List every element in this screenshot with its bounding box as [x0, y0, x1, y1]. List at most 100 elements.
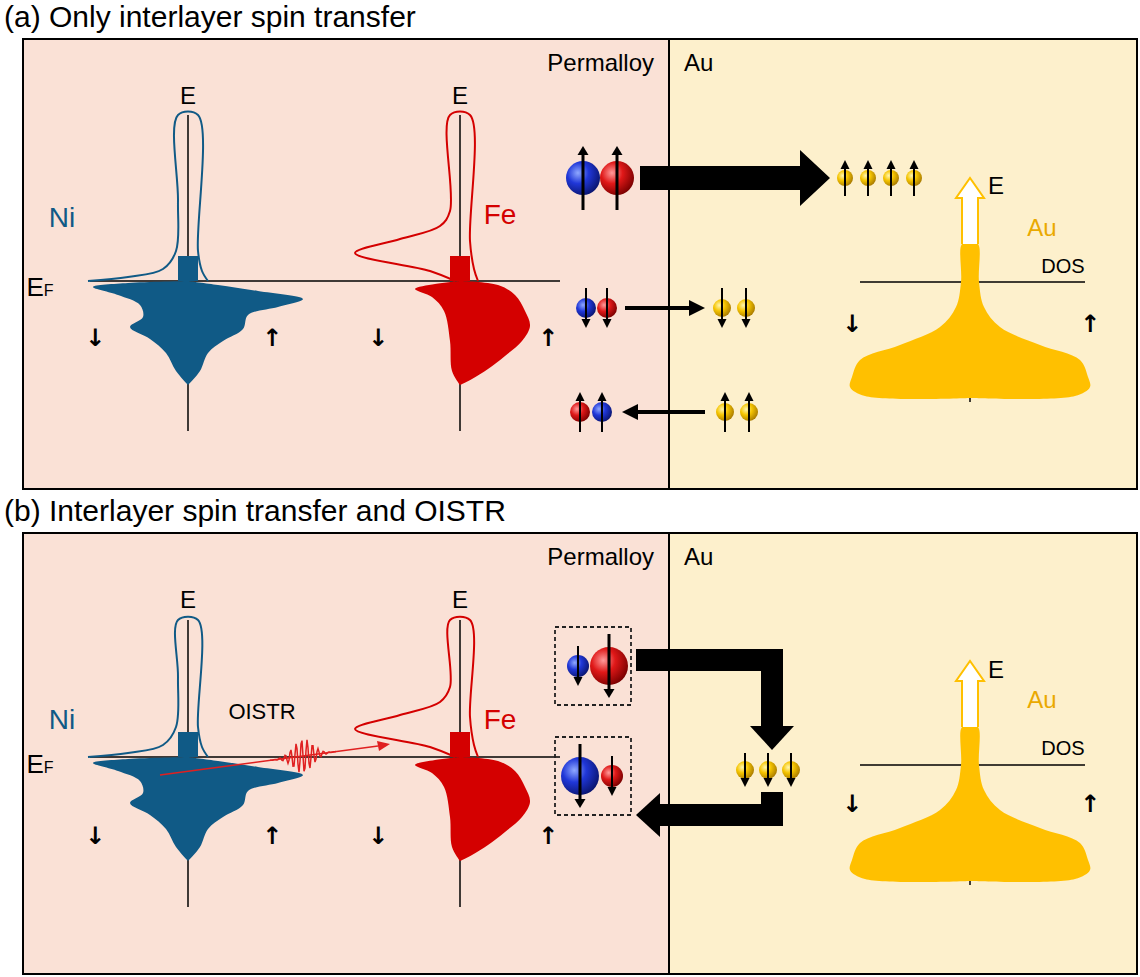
spin-vector-head	[721, 392, 730, 401]
spin-arrow: ↓	[368, 824, 388, 848]
spin-vector-head	[741, 778, 750, 787]
process-label: OISTR	[228, 701, 295, 723]
spin-vector-head	[745, 392, 754, 401]
transfer-arrow	[636, 660, 772, 728]
spin-vector-head	[598, 392, 607, 401]
spin-vector	[748, 399, 750, 432]
atom-pair-box	[555, 627, 631, 705]
transfer-arrow-head	[689, 300, 705, 316]
spin-vector-head	[578, 146, 589, 155]
spin-arrow: ↑	[262, 326, 282, 350]
element-label: Fe	[484, 706, 517, 734]
transfer-arrow	[658, 792, 772, 815]
transfer-arrow	[625, 306, 689, 310]
region-label: Permalloy	[547, 544, 654, 570]
spin-vector	[844, 167, 846, 196]
region-fill	[668, 534, 1136, 973]
spin-vector	[577, 646, 579, 679]
dos-fill	[415, 757, 530, 861]
fermi-line	[90, 280, 560, 282]
dos-outline	[355, 617, 478, 757]
spin-vector	[601, 399, 603, 432]
permalloy-region: Permalloy	[24, 534, 668, 973]
dos-fill	[93, 281, 303, 385]
axis-label: E	[988, 174, 1004, 198]
occupied-states	[450, 732, 470, 757]
spin-vector-head	[742, 319, 751, 328]
axis-label: E	[180, 84, 196, 108]
region-label: Permalloy	[547, 50, 654, 76]
wave-packet	[270, 740, 336, 772]
spin-vector	[913, 167, 915, 196]
atom-pair-box	[555, 737, 631, 815]
spin-vector-head	[864, 160, 873, 169]
dos-fill	[850, 726, 1091, 882]
spin-vector-head	[604, 689, 615, 698]
spin-arrow: ↑	[538, 326, 558, 350]
occupied-states	[178, 256, 198, 281]
oistr-arrow	[160, 746, 378, 775]
energy-axis-arrow	[956, 661, 984, 727]
spin-vector-head	[612, 146, 623, 155]
spin-arrow: ↑	[1080, 792, 1100, 816]
fermi-label: EF	[26, 274, 53, 300]
spin-arrow: ↓	[842, 312, 862, 336]
spin-vector	[724, 399, 726, 432]
fermi-line	[90, 756, 560, 758]
region-label: Au	[684, 544, 713, 570]
transfer-arrow	[638, 410, 705, 414]
region-fill	[24, 534, 668, 973]
spin-vector	[579, 399, 581, 432]
spin-vector-head	[841, 160, 850, 169]
oistr-arrow-head	[377, 741, 390, 751]
element-label: Ni	[49, 706, 75, 734]
spin-vector-head	[608, 787, 617, 796]
spin-vector	[606, 288, 608, 321]
axis-label: E	[452, 588, 468, 612]
spin-vector	[867, 167, 869, 196]
spin-vector	[579, 744, 582, 801]
spin-vector-head	[603, 319, 612, 328]
spin-vector-head	[575, 799, 586, 808]
spin-vector-head	[718, 319, 727, 328]
spin-vector-head	[582, 319, 591, 328]
axis-label: DOS	[1041, 738, 1084, 758]
region-fill	[668, 40, 1136, 488]
element-label: Au	[1027, 216, 1056, 240]
fermi-label: EF	[26, 751, 53, 777]
spin-vector	[790, 753, 792, 780]
dos-outline	[88, 617, 208, 757]
region-fill	[24, 40, 668, 488]
spin-vector-head	[910, 160, 919, 169]
axis-label: E	[988, 658, 1004, 682]
spin-vector	[744, 753, 746, 780]
element-label: Au	[1027, 688, 1056, 712]
spin-arrow: ↓	[368, 326, 388, 350]
dos-fill	[850, 243, 1091, 399]
transfer-arrow-head	[750, 726, 794, 750]
spin-arrow: ↑	[538, 824, 558, 848]
transfer-arrow-head	[622, 404, 638, 420]
dos-outline	[88, 112, 208, 281]
spin-arrow: ↓	[842, 792, 862, 816]
spin-vector	[616, 153, 619, 210]
panel-heading: (a) Only interlayer spin transfer	[4, 0, 416, 33]
dos-outline	[355, 111, 478, 281]
permalloy-region: Permalloy	[24, 40, 668, 488]
occupied-states	[178, 732, 198, 757]
spin-vector	[585, 288, 587, 321]
element-label: Ni	[49, 204, 75, 232]
spin-arrow: ↓	[85, 326, 105, 350]
panel-heading: (b) Interlayer spin transfer and OISTR	[4, 494, 506, 527]
dos-fill	[415, 281, 530, 385]
spin-arrow: ↓	[85, 824, 105, 848]
spin-vector	[611, 756, 613, 789]
spin-vector-head	[787, 778, 796, 787]
dos-fill	[93, 757, 303, 861]
spin-vector	[767, 753, 769, 780]
spin-vector	[890, 167, 892, 196]
spin-vector	[745, 288, 747, 321]
spin-vector	[721, 288, 723, 321]
